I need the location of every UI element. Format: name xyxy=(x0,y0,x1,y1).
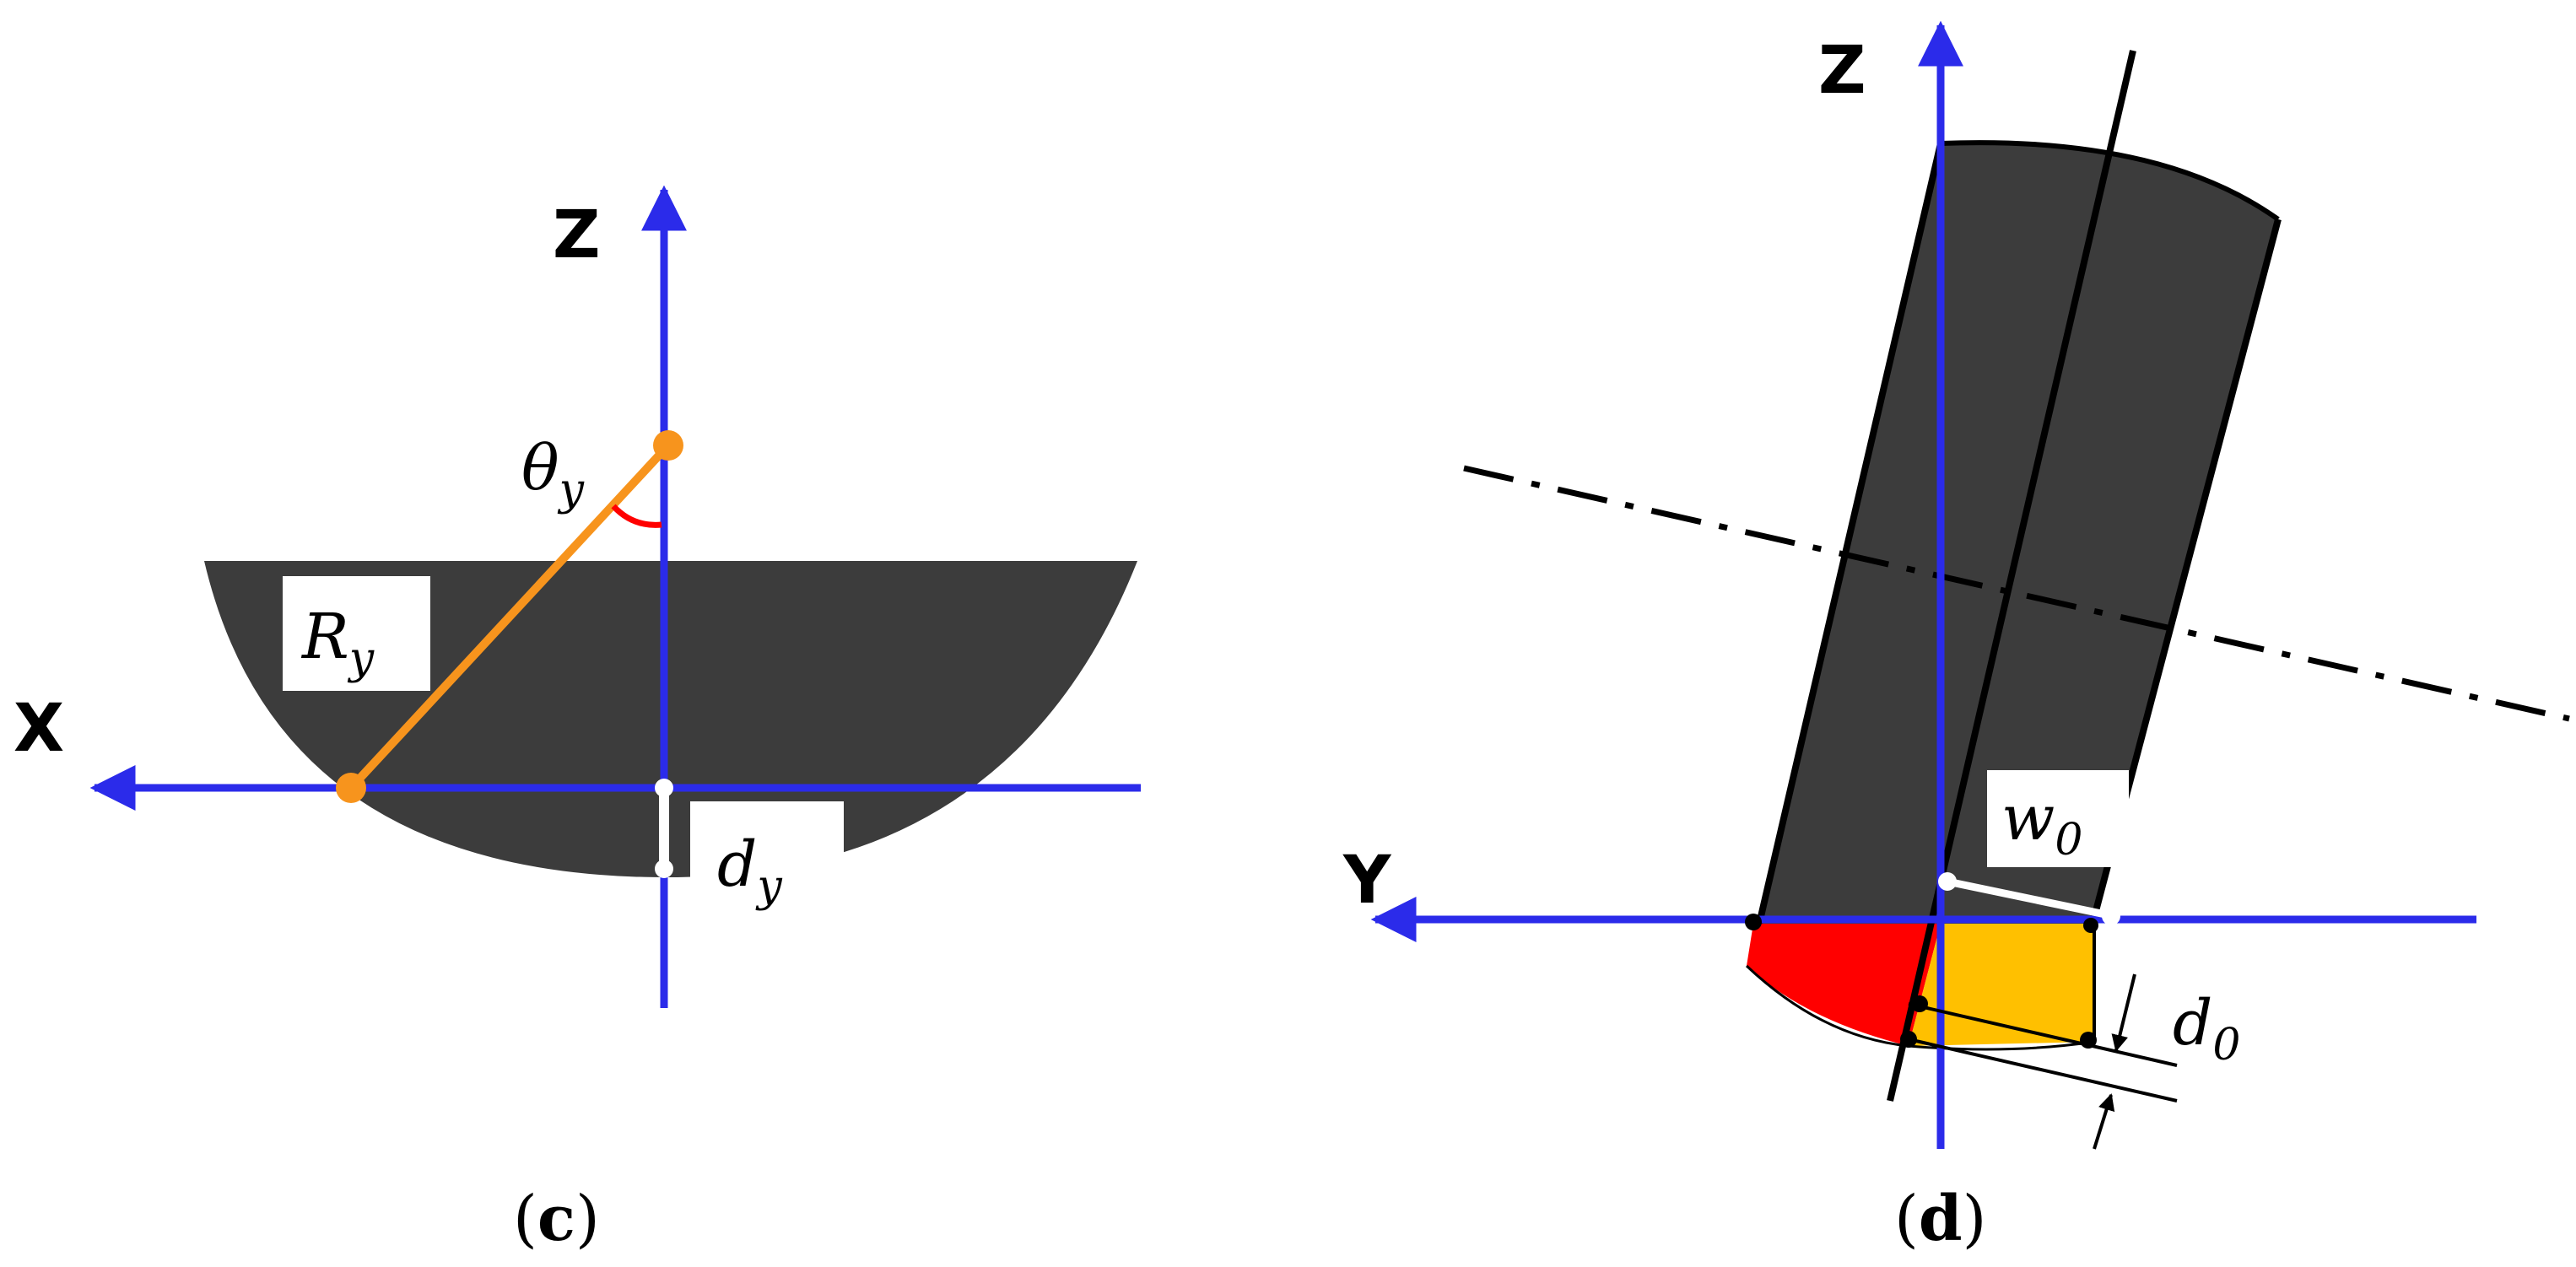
caption-c-open: ( xyxy=(513,1183,537,1255)
inner-tilted-line xyxy=(1887,50,2136,1102)
radius-line xyxy=(348,442,672,791)
body-left-edge xyxy=(1756,143,1944,925)
vertex-dot-1 xyxy=(1745,914,1762,930)
w0-label-base: w xyxy=(2001,782,2055,855)
dy-label: dy xyxy=(717,828,782,912)
ry-label: Ry xyxy=(300,601,375,684)
ry-label-sub: y xyxy=(348,634,375,684)
caption-d-open: ( xyxy=(1894,1183,1919,1255)
dim-line-bottom xyxy=(1908,1038,2178,1103)
dim-arrow-top xyxy=(2111,973,2136,1052)
ry-label-base: R xyxy=(300,601,349,673)
lens-segment xyxy=(204,561,1137,877)
caption-c: (c) xyxy=(513,1183,600,1255)
dy-label-base: d xyxy=(717,828,757,901)
caption-c-letter: c xyxy=(537,1183,575,1255)
center-point xyxy=(653,430,683,461)
caption-d-close: ) xyxy=(1963,1183,1987,1255)
depth-top-dot-c xyxy=(655,779,673,797)
w0-label-sub: 0 xyxy=(2055,815,2082,865)
w0-label-box xyxy=(1987,770,2129,867)
edge-point xyxy=(336,773,366,803)
panel-d: Z Y w0 d0 (d) xyxy=(1342,20,2570,1255)
panel-c: Z X θy Ry dy (c) xyxy=(14,185,1141,1255)
d0-label: d0 xyxy=(2173,987,2240,1070)
dim-arrow-bottom xyxy=(2093,1093,2115,1150)
w0-label: w0 xyxy=(2001,782,2082,865)
dy-label-box xyxy=(690,801,844,907)
dim-line-top xyxy=(1908,1002,2178,1067)
width-left-dot xyxy=(1938,872,1957,891)
d0-label-base: d xyxy=(2173,987,2212,1059)
caption-d-letter: d xyxy=(1919,1183,1963,1255)
caption-c-close: ) xyxy=(575,1183,600,1255)
theta-label-base: θ xyxy=(521,432,559,504)
vertex-dot-4 xyxy=(1900,1031,1917,1048)
red-region xyxy=(1747,924,1941,1046)
z-axis-label-c: Z xyxy=(553,197,601,273)
theta-label-sub: y xyxy=(558,465,585,515)
body-top-edge xyxy=(1940,140,2280,222)
width-bar xyxy=(1947,877,2110,919)
vertex-dot-3 xyxy=(1911,995,1928,1012)
caption-d: (d) xyxy=(1894,1183,1987,1255)
depth-bottom-dot-c xyxy=(655,860,673,878)
theta-label: θy xyxy=(521,432,585,515)
yellow-region xyxy=(1909,924,2094,1046)
dy-label-sub: y xyxy=(755,861,782,912)
x-axis-label-c: X xyxy=(14,691,64,767)
theta-arc xyxy=(611,504,662,528)
ry-label-box xyxy=(283,576,430,691)
z-axis-label-d: Z xyxy=(1818,33,1866,109)
vertex-dot-2 xyxy=(2083,918,2098,933)
y-axis-label-d: Y xyxy=(1342,843,1392,919)
d0-label-sub: 0 xyxy=(2212,1020,2240,1070)
width-right-dot xyxy=(2102,907,2120,925)
vertex-dot-5 xyxy=(2080,1032,2097,1049)
